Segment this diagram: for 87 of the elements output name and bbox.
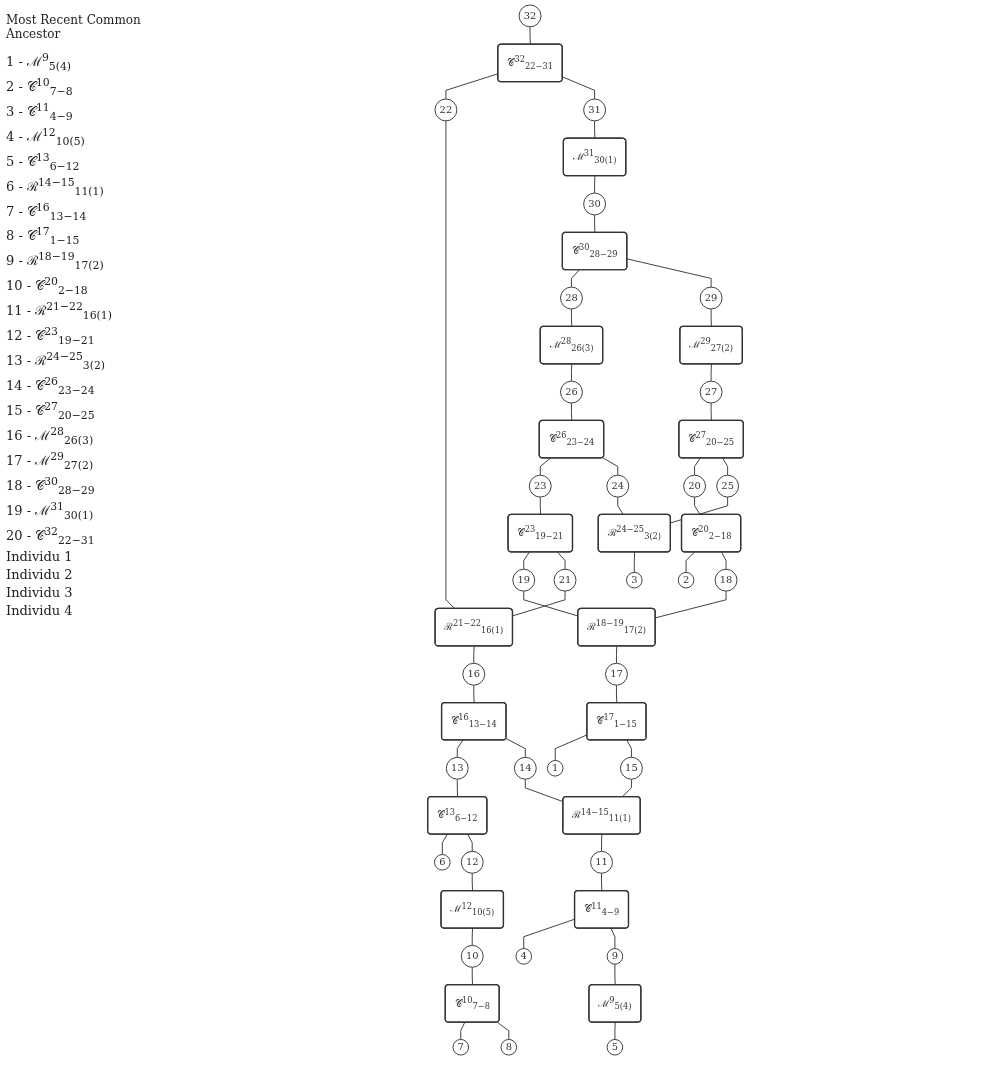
node-circle: 2 <box>677 571 695 589</box>
node-circle: 25 <box>716 474 740 498</box>
node-circle: 20 <box>683 474 706 498</box>
node-circle: 19 <box>512 568 536 592</box>
connector <box>602 457 619 476</box>
connector <box>505 738 526 758</box>
connector <box>467 833 473 852</box>
connector <box>557 551 566 570</box>
connector <box>594 120 596 139</box>
connector <box>610 927 616 949</box>
connector <box>710 308 712 328</box>
group-label: Individu 4 <box>6 603 74 619</box>
node-circle: 29 <box>699 286 723 310</box>
node-circle: 12 <box>460 850 484 874</box>
connector <box>616 645 618 664</box>
group-label: Individu 2 <box>6 567 74 583</box>
node-circle: 13 <box>445 756 469 780</box>
node-circle: 24 <box>606 474 630 498</box>
connector <box>571 363 573 382</box>
node-circle: 6 <box>434 854 451 871</box>
connector <box>460 1021 466 1040</box>
node-circle: 15 <box>620 756 643 780</box>
connector <box>445 120 456 610</box>
node-circle: 1 <box>546 760 564 777</box>
connector <box>614 963 616 986</box>
connector <box>562 76 596 100</box>
node-circle: 4 <box>515 948 532 965</box>
connector <box>670 496 729 524</box>
connector <box>655 590 727 619</box>
connector <box>614 1021 616 1040</box>
connector <box>710 402 712 422</box>
connector <box>512 590 566 617</box>
node-circle: 31 <box>583 98 606 122</box>
node-circle: 8 <box>500 1039 518 1056</box>
connector <box>601 833 603 852</box>
connector <box>621 778 632 798</box>
group-label: Individu 3 <box>6 585 74 601</box>
node-circle: 9 <box>606 948 624 965</box>
connector <box>694 457 701 476</box>
group-label: Individu 1 <box>6 549 74 565</box>
connector <box>721 551 727 570</box>
connector <box>473 684 475 704</box>
connector <box>496 1021 510 1040</box>
connector <box>529 26 531 45</box>
node-circle: 3 <box>626 571 643 589</box>
connector <box>685 551 695 573</box>
node-circle: 11 <box>590 850 613 874</box>
connector <box>633 551 636 573</box>
node-circle: 5 <box>606 1039 624 1056</box>
connector <box>471 927 473 946</box>
connector <box>694 496 701 516</box>
connector <box>473 645 475 664</box>
connector <box>594 175 596 194</box>
node-circle: 21 <box>553 568 577 592</box>
node-circle: 30 <box>583 192 606 216</box>
connector <box>722 457 729 476</box>
node-circle: 32 <box>518 4 542 28</box>
connector <box>471 872 473 892</box>
node-circle: 17 <box>605 662 628 686</box>
connector <box>710 363 712 382</box>
node-circle: 10 <box>460 944 484 968</box>
node-circle: 14 <box>513 756 537 780</box>
node-circle: 23 <box>528 474 552 498</box>
connector <box>571 402 573 422</box>
connector <box>594 214 596 234</box>
connector <box>571 308 573 328</box>
connector <box>539 496 542 516</box>
node-circle: 26 <box>560 380 583 404</box>
connector <box>539 457 551 476</box>
connector <box>616 684 618 704</box>
connector <box>523 551 530 570</box>
node-circle: 16 <box>462 662 486 686</box>
node-circle: 28 <box>560 286 583 310</box>
node-circle: 22 <box>434 98 458 122</box>
connector <box>626 739 632 758</box>
connector <box>456 778 459 798</box>
connector <box>456 739 464 758</box>
connector <box>471 966 473 986</box>
node-circle: 27 <box>699 380 723 404</box>
node-circle: 7 <box>452 1039 470 1056</box>
heading-note: Most Recent Common Ancestor <box>6 13 142 41</box>
node-circle: 18 <box>714 568 738 592</box>
connector <box>601 872 603 892</box>
connector <box>617 496 624 516</box>
connector <box>441 833 448 855</box>
connector <box>626 258 712 288</box>
connector <box>571 269 580 288</box>
